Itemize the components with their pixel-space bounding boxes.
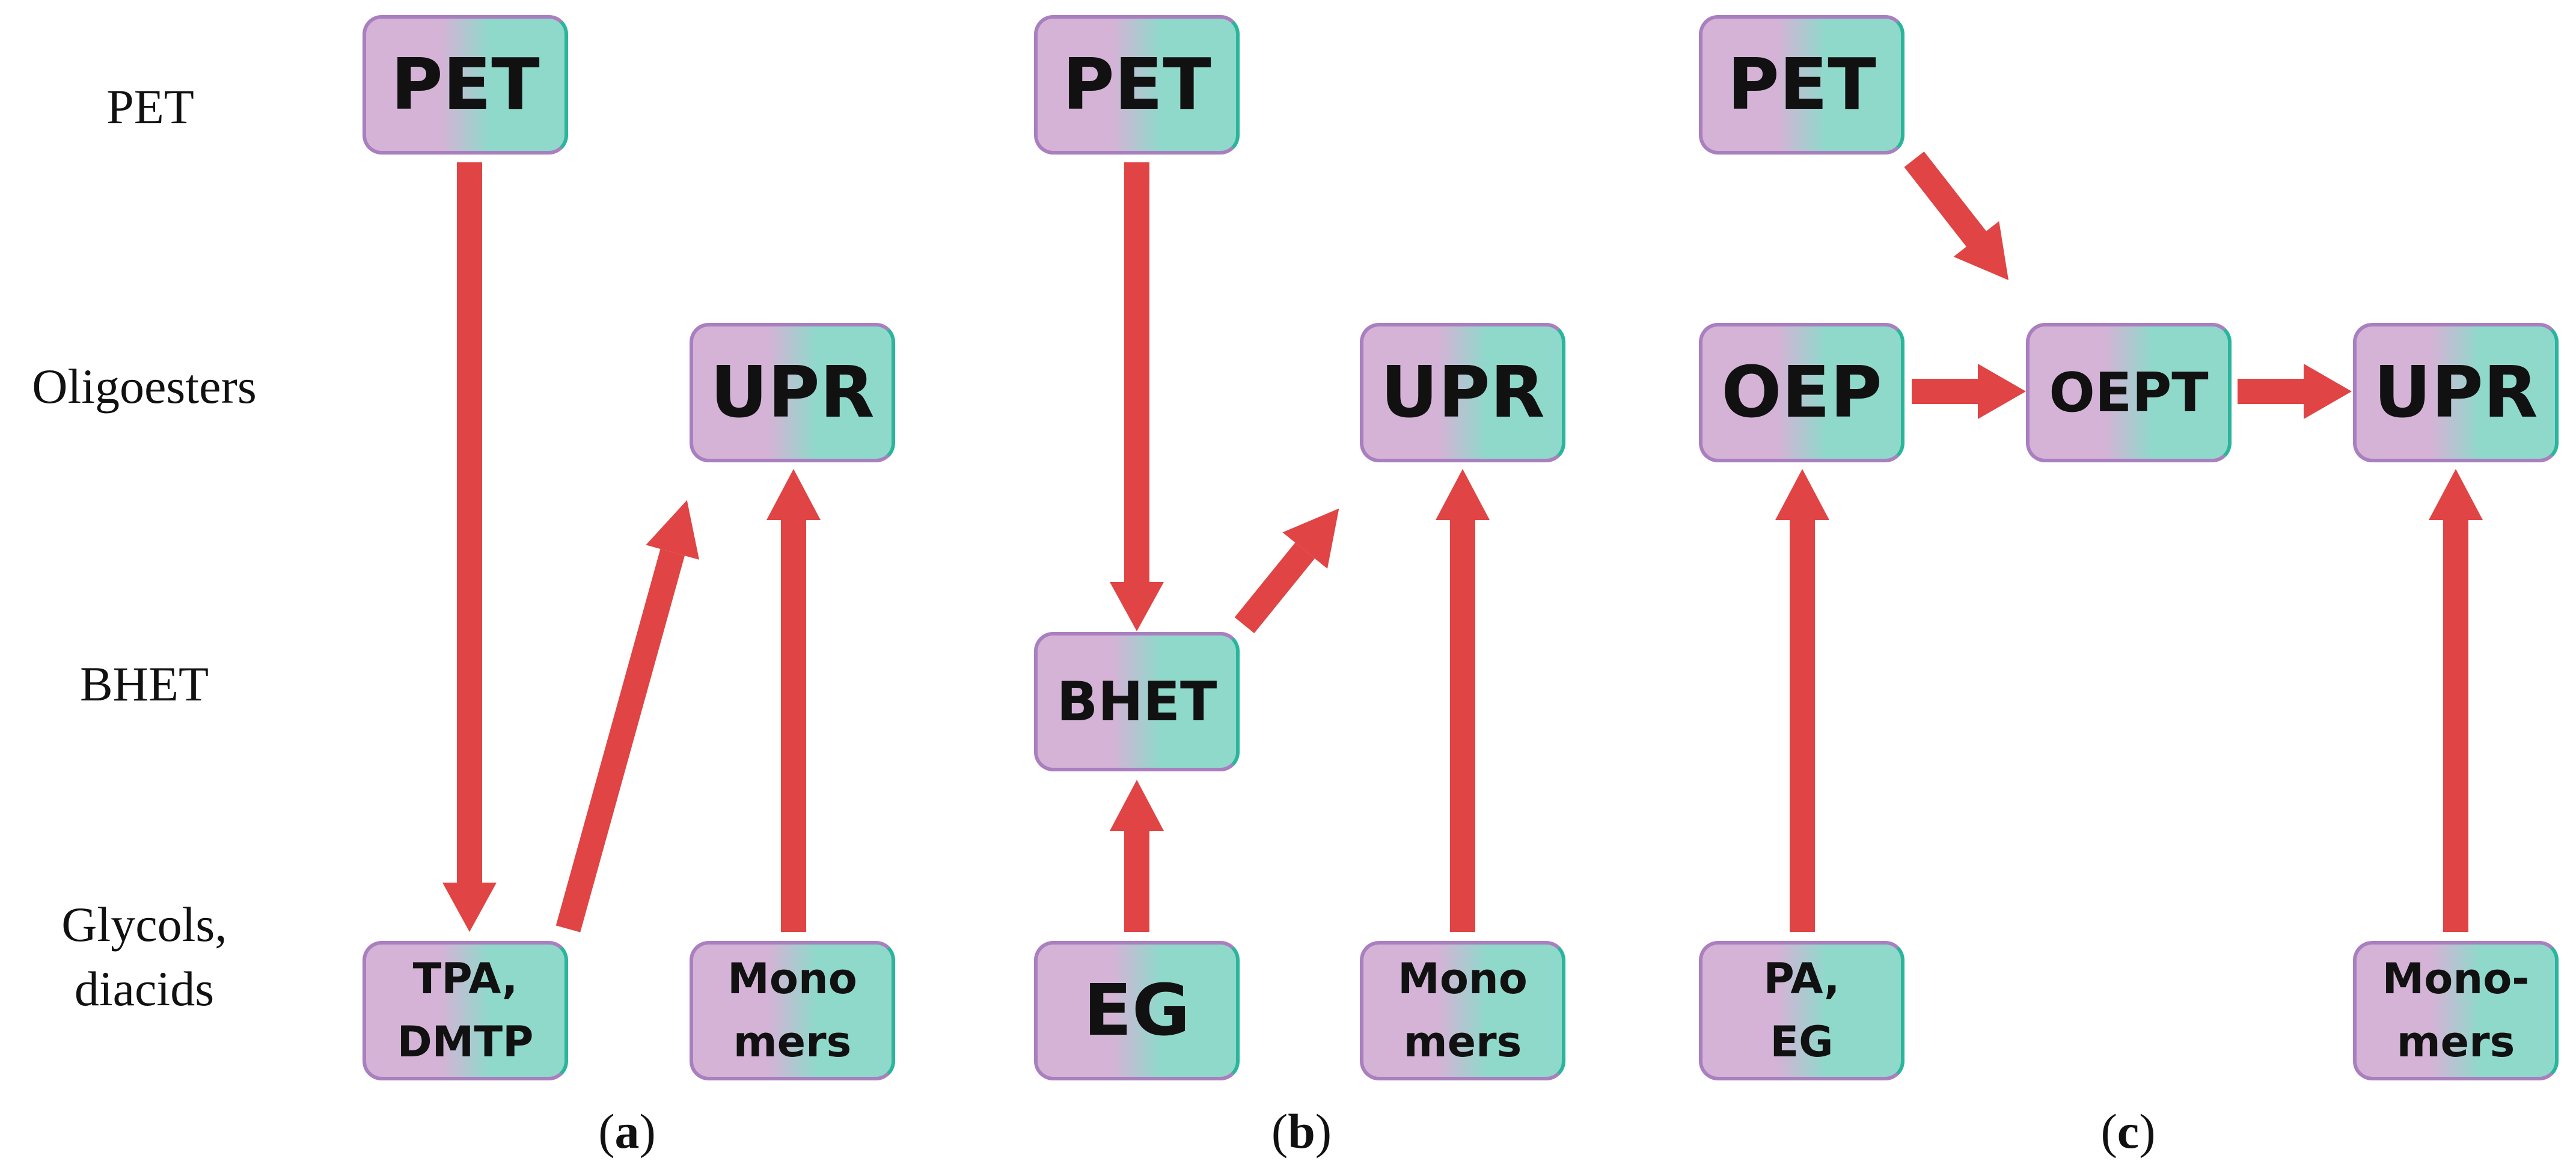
panel-caption-b: (b) xyxy=(1271,1104,1332,1159)
node-b-eg: EG xyxy=(1034,941,1240,1080)
node-c-oep: OEP xyxy=(1699,323,1904,462)
row-label-pet: PET xyxy=(106,79,194,134)
node-b-bhet: BHET xyxy=(1034,632,1240,771)
node-b-upr: UPR xyxy=(1360,323,1565,462)
node-b-pet: PET xyxy=(1034,15,1240,155)
arrow-a-tpa-to-upr xyxy=(555,500,700,933)
arrow-b-eg-to-bhet xyxy=(1110,780,1164,932)
arrow-b-bhet-to-upr xyxy=(1234,508,1339,634)
node-c-oept: OEPT xyxy=(2026,323,2232,462)
panel-caption-b-letter: b xyxy=(1288,1104,1315,1159)
panel-caption-c-letter: c xyxy=(2117,1104,2140,1159)
arrow-c-monomers-to-upr xyxy=(2429,469,2483,932)
row-label-bhet: BHET xyxy=(79,657,209,711)
node-c-pet: PET xyxy=(1699,15,1904,155)
node-c-upr: UPR xyxy=(2353,323,2559,462)
node-b-monomers: Mono mers xyxy=(1360,941,1565,1080)
node-a-tpa-dmtp: TPA, DMTP xyxy=(363,941,568,1080)
arrow-b-monomers-to-upr xyxy=(1436,469,1490,932)
node-a-monomers: Mono mers xyxy=(690,941,895,1080)
arrow-c-pet-to-oept xyxy=(1904,152,2008,280)
row-label-oligoesters: Oligoesters xyxy=(32,359,257,414)
arrow-b-pet-to-bhet xyxy=(1110,162,1164,631)
panel-caption-a-letter: a xyxy=(614,1104,640,1159)
panel-caption-c: (c) xyxy=(2100,1104,2156,1159)
node-a-upr: UPR xyxy=(690,323,895,462)
arrow-a-pet-to-tpa xyxy=(442,162,497,932)
panel-caption-a: (a) xyxy=(598,1104,656,1159)
node-c-monomers: Mono- mers xyxy=(2353,941,2559,1080)
arrow-a-monomers-to-upr xyxy=(766,469,821,932)
arrow-c-pa-eg-to-oep xyxy=(1775,469,1829,932)
node-c-pa-eg: PA, EG xyxy=(1699,941,1904,1080)
node-a-pet: PET xyxy=(363,15,568,155)
arrow-c-oep-to-oept xyxy=(1912,364,2026,419)
arrow-c-oept-to-upr xyxy=(2238,364,2352,419)
row-label-glycols-diacids: Glycols, diacids xyxy=(61,897,227,1016)
